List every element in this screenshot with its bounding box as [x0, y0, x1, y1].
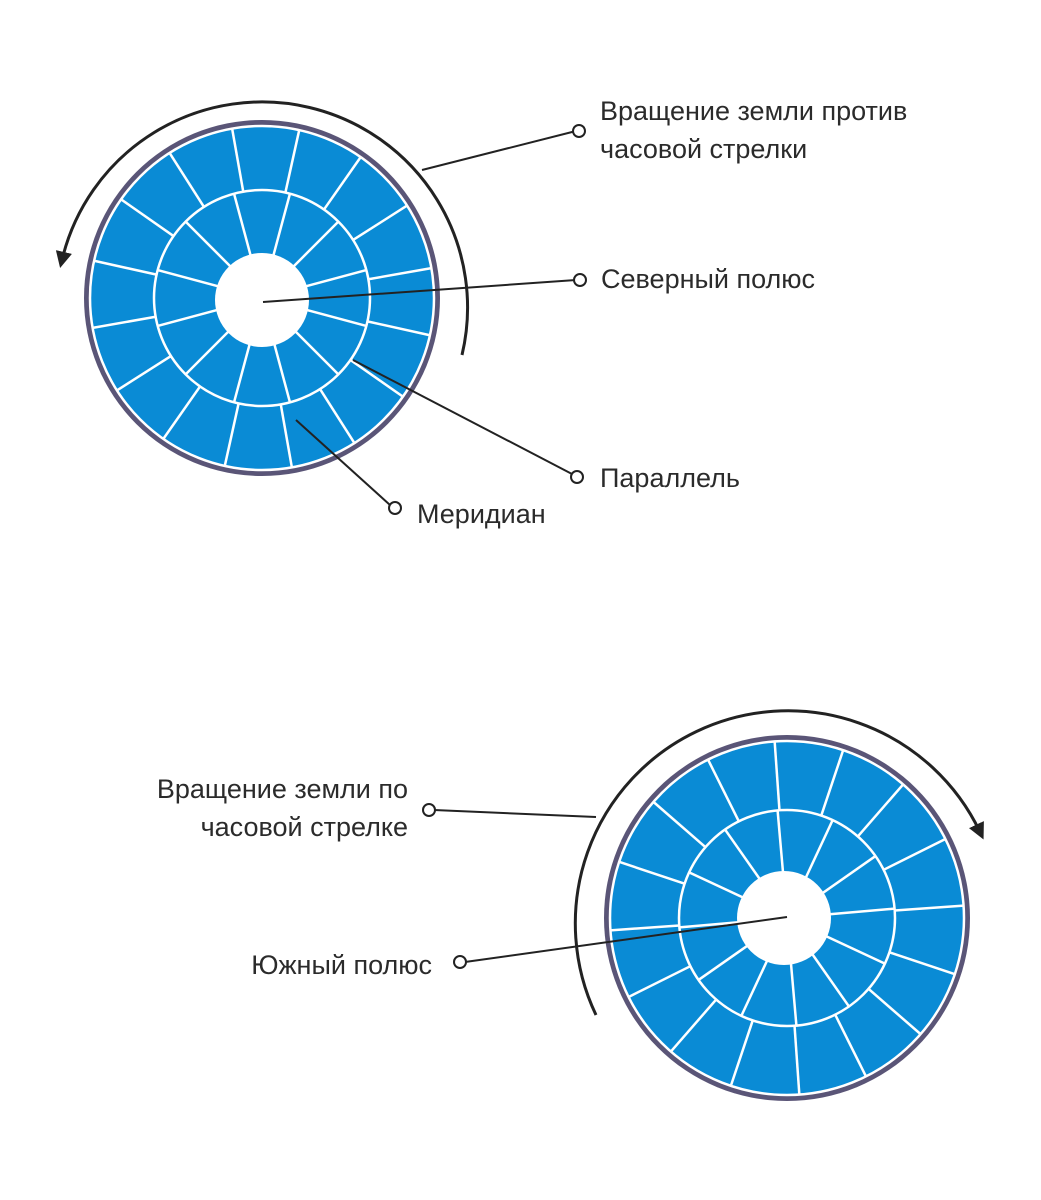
meridian-leader	[295, 419, 391, 506]
meridian-line	[628, 965, 691, 999]
rotation-cw-label: Вращение земли по часовой стрелке	[60, 770, 408, 846]
meridian-line	[168, 152, 206, 208]
meridian-line	[289, 220, 340, 271]
meridian-line	[856, 783, 905, 838]
south-pole-label: Южный полюс	[251, 950, 432, 980]
meridian-line	[184, 220, 235, 271]
meridian-line	[773, 741, 781, 811]
parallel-line	[88, 124, 436, 472]
meridian-line	[184, 325, 235, 376]
rotation-ccw-label-line2: часовой стрелки	[600, 134, 808, 164]
meridian-line	[116, 354, 172, 392]
meridian-line	[802, 819, 834, 883]
meridian-line	[688, 871, 752, 903]
north-pole-cap	[215, 253, 309, 347]
meridian-line	[724, 828, 766, 886]
meridian-line	[793, 1025, 801, 1095]
meridian-line	[271, 336, 292, 403]
north-pole-globe	[84, 120, 440, 476]
meridian-line	[318, 388, 356, 444]
meridian-leader-dot	[388, 501, 402, 515]
counterclockwise-arrow	[55, 100, 470, 356]
meridian-line	[352, 204, 408, 242]
meridian-line	[232, 336, 253, 403]
meridian-line	[834, 1014, 868, 1077]
meridian-line	[322, 156, 362, 211]
meridian-line	[230, 128, 245, 192]
meridian-line	[729, 1020, 754, 1087]
meridian-line	[367, 320, 431, 337]
parallel-leader	[352, 359, 573, 475]
parallel-line	[152, 188, 372, 408]
meridian-line	[223, 403, 240, 467]
parallel-line	[608, 739, 966, 1097]
meridian-line	[279, 404, 294, 468]
meridian-line	[679, 920, 748, 929]
rotation-ccw-leader-dot	[572, 124, 586, 138]
meridian-line	[162, 385, 202, 440]
meridian-line	[300, 268, 367, 289]
meridian-line	[867, 987, 922, 1036]
meridian-line	[822, 933, 886, 965]
north-pole-leader	[262, 279, 577, 303]
rotation-cw-label-line2: часовой стрелке	[200, 812, 408, 842]
meridian-line	[706, 759, 740, 822]
rotation-cw-leader	[433, 809, 597, 818]
meridian-line	[789, 957, 798, 1026]
parallel-leader-dot	[570, 470, 584, 484]
meridian-line	[157, 268, 224, 289]
meridian-line	[368, 266, 432, 281]
meridian-line	[776, 810, 785, 879]
meridian-line	[349, 358, 404, 398]
meridian-line	[289, 325, 340, 376]
north-globe-grid	[88, 124, 436, 472]
meridian-line	[826, 907, 895, 916]
meridian-label: Меридиан	[417, 499, 546, 529]
meridian-line	[232, 193, 253, 260]
rotation-cw-leader-dot	[422, 803, 436, 817]
meridian-line	[120, 198, 175, 238]
meridian-line	[652, 800, 707, 849]
meridian-line	[271, 193, 292, 260]
south-leaders	[422, 803, 788, 969]
meridian-line	[819, 855, 877, 897]
south-pole-leader-dot	[453, 955, 467, 969]
meridian-line	[300, 307, 367, 328]
south-pole-leader	[464, 916, 788, 963]
meridian-line	[618, 860, 685, 885]
rotation-cw-label-line1: Вращение земли по	[156, 774, 408, 804]
meridian-line	[93, 259, 157, 276]
meridian-line	[610, 924, 680, 932]
meridian-line	[820, 749, 845, 816]
meridian-line	[284, 129, 301, 193]
meridian-line	[808, 950, 850, 1008]
meridian-line	[889, 951, 956, 976]
south-globe-grid	[608, 739, 966, 1097]
north-pole-leader-dot	[573, 273, 587, 287]
meridian-line	[697, 939, 755, 981]
north-pole-label: Северный полюс	[601, 264, 816, 294]
meridian-line	[157, 307, 224, 328]
parallel-line	[677, 808, 897, 1028]
parallel-label: Параллель	[600, 463, 740, 493]
meridian-line	[894, 904, 964, 912]
rotation-ccw-label-line1: Вращение земли против	[600, 96, 908, 126]
north-leaders	[262, 124, 587, 515]
clockwise-arrow	[573, 709, 984, 1016]
meridian-line	[92, 315, 156, 330]
meridian-line	[669, 998, 718, 1053]
rotation-ccw-label: Вращение земли против часовой стрелки	[600, 92, 907, 168]
meridian-line	[740, 953, 772, 1017]
rotation-ccw-leader	[421, 130, 577, 171]
meridian-line	[883, 837, 946, 871]
